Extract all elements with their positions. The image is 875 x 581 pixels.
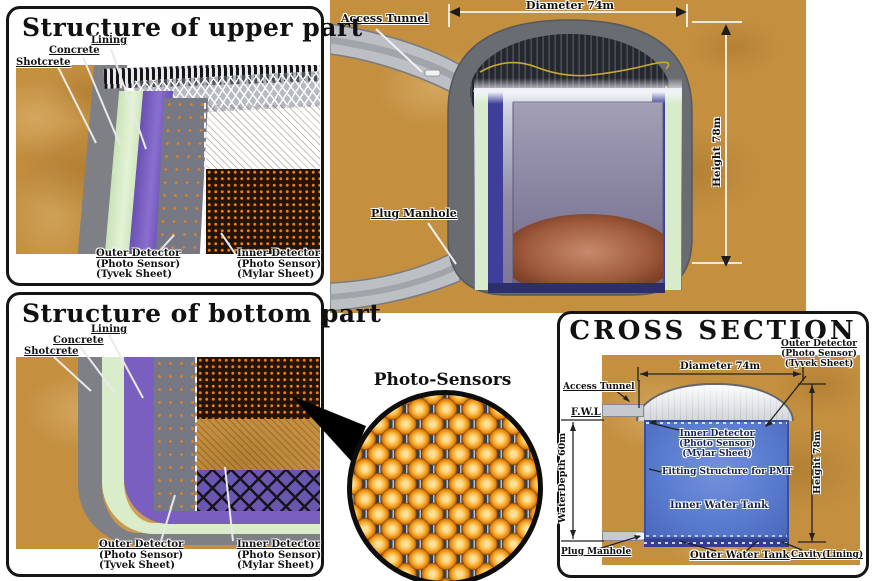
lining-label: Lining xyxy=(91,35,128,46)
tyvek-boundary xyxy=(195,357,197,511)
fwl-label: F.W.L xyxy=(571,407,601,418)
tank-floor xyxy=(513,214,663,283)
concrete-layer xyxy=(102,357,320,534)
height-label-cs: Height 78m xyxy=(812,430,823,494)
access-tunnel-bar xyxy=(602,404,644,417)
photo-sensors-circle xyxy=(347,390,543,581)
inner-detector-wall xyxy=(206,105,320,173)
bottom-panel-title: Structure of bottom part xyxy=(22,299,382,328)
plug-manhole-label-cs: Plug Manhole xyxy=(561,547,632,557)
outer-detector-band-right-green xyxy=(665,92,681,290)
shotcrete-label: Shotcrete xyxy=(16,57,71,68)
upper-structure-illustration xyxy=(16,65,320,254)
outer-detector-label-cs: Outer Detector (Photo Sensor) (Tyvek She… xyxy=(781,339,857,369)
inner-detector-label-cs: Inner Detector (Photo Sensor) (Mylar She… xyxy=(679,429,755,459)
plug-manhole-label: Plug Manhole xyxy=(371,207,457,220)
access-tunnel-label: Access Tunnel xyxy=(341,12,429,25)
photo-sensors-title: Photo-Sensors xyxy=(373,370,512,390)
outer-detector-layer xyxy=(154,357,195,511)
lining-label: Lining xyxy=(91,324,128,335)
cross-section-title: CROSS SECTION xyxy=(569,316,857,346)
access-tunnel-leader xyxy=(375,28,423,73)
pmt-fringe xyxy=(474,78,682,104)
upper-structure-panel: Structure of upper part Lining Concrete xyxy=(6,6,362,286)
inner-water-tank-body xyxy=(644,420,789,539)
access-tunnel-label-cs: Access Tunnel xyxy=(563,382,635,392)
diameter-label-3d: Diameter 74m xyxy=(525,0,615,12)
upper-panel-leaders xyxy=(57,48,237,256)
bottom-structure-panel: Structure of bottom part Linin xyxy=(6,292,381,577)
tank-dome xyxy=(636,383,794,421)
tyvek-boundary xyxy=(204,103,206,254)
diameter-dimension xyxy=(448,4,688,27)
dome-yellow-wave xyxy=(479,61,670,77)
inner-detector-pmt-grid xyxy=(197,357,320,419)
concrete-label: Concrete xyxy=(53,335,104,346)
outer-detector-band-left-green xyxy=(475,92,488,290)
height-dimension xyxy=(692,21,742,266)
outer-water-tank-label: Outer Water Tank xyxy=(690,550,790,561)
outer-detector-band-left-blue xyxy=(488,92,503,290)
outer-water-tank-strip xyxy=(644,539,789,547)
lining-layer xyxy=(124,357,320,524)
outer-detector-label: Outer Detector (Photo Sensor) (Tyvek She… xyxy=(99,539,184,571)
pmt-support-frames xyxy=(197,470,320,511)
cross-section-dimensions xyxy=(561,367,826,552)
inner-detector-label: Inner Detector (Photo Sensor) (Mylar She… xyxy=(237,539,322,571)
shotcrete-label: Shotcrete xyxy=(24,346,79,357)
bottom-pmt-band xyxy=(488,283,665,293)
diameter-label-cs: Diameter 74m xyxy=(679,361,761,372)
water-depth-label: WaterDepth 60m xyxy=(557,432,568,523)
outer-detector-label: Outer Detector (Photo Sensor) (Tyvek She… xyxy=(96,248,181,280)
cross-section-panel: CROSS SECTION xyxy=(557,311,869,578)
inner-water-tank-label: Inner Water Tank xyxy=(670,500,769,511)
fitting-structure-label: Fitting Structure for PMT xyxy=(662,467,793,477)
bottom-panel-leaders xyxy=(53,334,234,542)
height-label-3d: Height 78m xyxy=(711,117,723,187)
concrete-label: Concrete xyxy=(49,45,100,56)
inner-detector-label: Inner Detector (Photo Sensor) (Mylar She… xyxy=(237,248,322,280)
upper-panel-title: Structure of upper part xyxy=(22,13,363,42)
plug-manhole-leader xyxy=(427,222,457,265)
tank-3d-drawing xyxy=(330,4,742,312)
inner-detector-pmt-grid xyxy=(206,169,320,254)
cavity-lining-label: Cavity(Lining) xyxy=(791,550,864,560)
tank-3d-view: Access Tunnel Plug Manhole Diameter 74m … xyxy=(330,0,806,315)
vehicle-in-tunnel xyxy=(424,69,441,77)
